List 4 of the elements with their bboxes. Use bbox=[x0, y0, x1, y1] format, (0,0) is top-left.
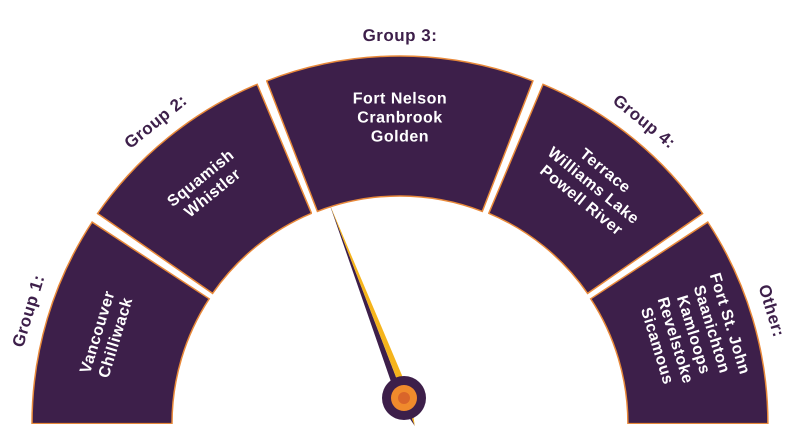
group-heading: Group 1: bbox=[8, 272, 50, 350]
city-list: Fort Nelson Cranbrook Golden bbox=[342, 90, 458, 146]
group-heading: Other: bbox=[754, 282, 788, 340]
group-heading: Group 3: bbox=[362, 26, 438, 46]
